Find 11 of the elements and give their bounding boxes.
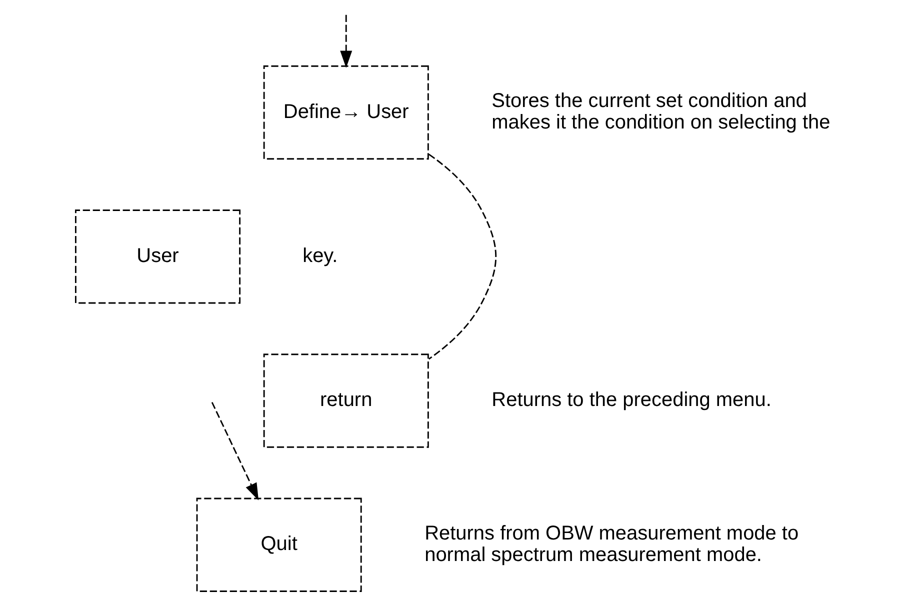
node-box: Quit <box>196 498 362 592</box>
arrow <box>210 402 258 500</box>
node-label: Returns from OBW measurement mode to normal spectrum measurement mode. <box>424 522 798 566</box>
arrow <box>340 14 352 68</box>
node-box: User <box>74 210 240 304</box>
node-label: Stores the current set condition and makes it the condition on selecting the <box>491 90 830 134</box>
node-label: Returns to the preceding menu. <box>491 389 771 412</box>
node-box: return <box>262 354 428 448</box>
node-box: Define→ User <box>262 65 428 160</box>
node-label: key. <box>302 244 338 267</box>
connector <box>428 154 496 360</box>
